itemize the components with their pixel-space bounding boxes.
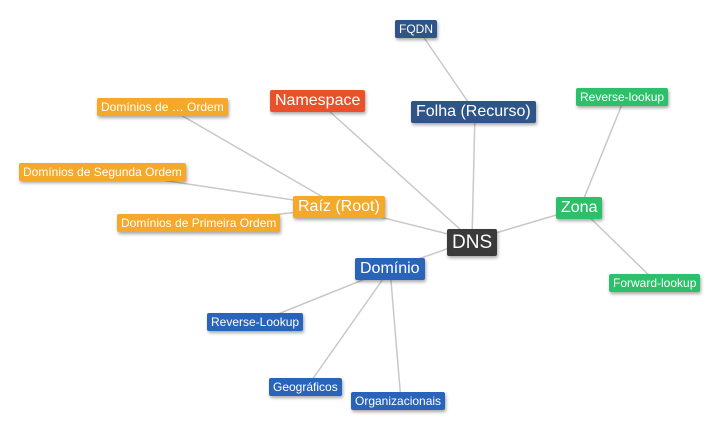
edge-dominio-organizacionais [389, 268, 402, 402]
node-dns[interactable]: DNS [447, 229, 498, 256]
node-zona-forward-lookup[interactable]: Forward-lookup [609, 274, 701, 292]
node-folha-recurso[interactable]: Folha (Recurso) [411, 101, 536, 123]
edge-raiz-dominios-ordem [166, 106, 341, 208]
node-geograficos[interactable]: Geográficos [269, 378, 342, 396]
edge-zona-reverse [579, 96, 626, 209]
node-organizacionais[interactable]: Organizacionais [351, 392, 446, 410]
node-raiz-root[interactable]: Raíz (Root) [293, 196, 385, 218]
node-dominio[interactable]: Domínio [355, 258, 425, 280]
edge-zona-forward [579, 207, 658, 284]
node-dominio-reverse-lookup[interactable]: Reverse-Lookup [207, 313, 304, 331]
edge-dns-namespace [317, 100, 473, 241]
edge-dns-folha [471, 111, 476, 241]
node-namespace[interactable]: Namespace [270, 90, 366, 112]
node-fqdn[interactable]: FQDN [395, 20, 437, 38]
node-dominios-segunda-ordem[interactable]: Domínios de Segunda Ordem [19, 163, 186, 181]
edge-dominio-geograficos [306, 268, 391, 388]
node-dominios-ordem[interactable]: Domínios de … Ordem [97, 98, 228, 116]
node-zona[interactable]: Zona [556, 197, 603, 219]
node-dominios-primeira-ordem[interactable]: Domínios de Primeira Ordem [117, 214, 281, 232]
edge-folha-fqdn [417, 28, 476, 113]
node-zona-reverse-lookup[interactable]: Reverse-lookup [576, 88, 669, 106]
